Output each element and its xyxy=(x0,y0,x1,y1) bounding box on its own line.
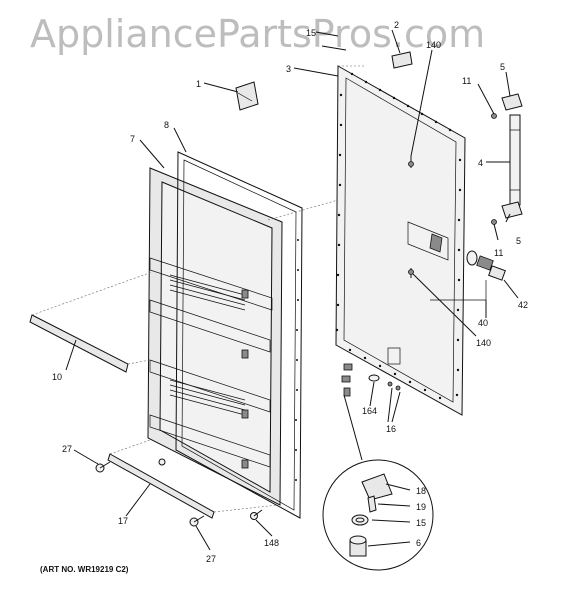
callout-18: 18 xyxy=(416,486,426,496)
latch-assembly xyxy=(407,221,506,301)
screw-11-bottom xyxy=(491,219,497,225)
callout-16: 16 xyxy=(386,424,396,434)
trim-strip-lower xyxy=(107,453,215,519)
leader-lines xyxy=(65,29,519,551)
part-1-label xyxy=(235,81,259,111)
callout-5-top: 5 xyxy=(500,62,505,72)
door-liner xyxy=(147,167,283,506)
hinge-cap-top xyxy=(501,93,523,111)
callout-4: 4 xyxy=(478,158,483,168)
screw-11-top xyxy=(491,113,497,119)
screw-140-lower xyxy=(408,268,414,278)
callout-140-top: 140 xyxy=(426,40,441,50)
watermark-logo: AppliancePartsPros.com xyxy=(30,12,486,56)
callout-15-detail: 15 xyxy=(416,518,426,528)
alignment-lines xyxy=(31,65,365,513)
door-gasket xyxy=(175,151,303,519)
callout-6: 6 xyxy=(416,538,421,548)
callout-164: 164 xyxy=(362,406,377,416)
callout-140-bottom: 140 xyxy=(476,338,491,348)
screw-140-upper xyxy=(408,156,414,168)
bottom-hinge-parts xyxy=(341,363,401,397)
hinge-rod xyxy=(509,114,521,206)
part-2-pad xyxy=(391,51,413,69)
callout-42: 42 xyxy=(518,300,528,310)
callout-8: 8 xyxy=(164,120,169,130)
panel-rivets xyxy=(335,72,462,400)
callout-27-bottom: 27 xyxy=(206,554,216,564)
callout-3: 3 xyxy=(286,64,291,74)
callout-10: 10 xyxy=(52,372,62,382)
hinge-cap-bottom xyxy=(501,201,523,219)
callout-148: 148 xyxy=(264,538,279,548)
trim-strip-upper xyxy=(29,314,129,373)
callout-17: 17 xyxy=(118,516,128,526)
callout-7: 7 xyxy=(130,134,135,144)
screw-27-bottom xyxy=(189,515,205,527)
callout-27-left: 27 xyxy=(62,444,72,454)
callout-2: 2 xyxy=(394,20,399,30)
screw-27-left xyxy=(95,461,111,473)
callout-15-top: 15 xyxy=(306,28,316,38)
callout-5-bottom: 5 xyxy=(516,236,521,246)
callout-11-bottom: 11 xyxy=(494,248,503,258)
callout-40: 40 xyxy=(478,318,488,328)
callout-19: 19 xyxy=(416,502,426,512)
screw-27-mid xyxy=(158,458,166,466)
outer-door-panel xyxy=(335,65,466,416)
screw-148 xyxy=(250,509,263,520)
art-number: (ART NO. WR19219 C2) xyxy=(40,565,129,574)
callout-1: 1 xyxy=(196,79,201,89)
callout-11-top: 11 xyxy=(462,76,471,86)
detail-view-circle xyxy=(322,394,434,571)
